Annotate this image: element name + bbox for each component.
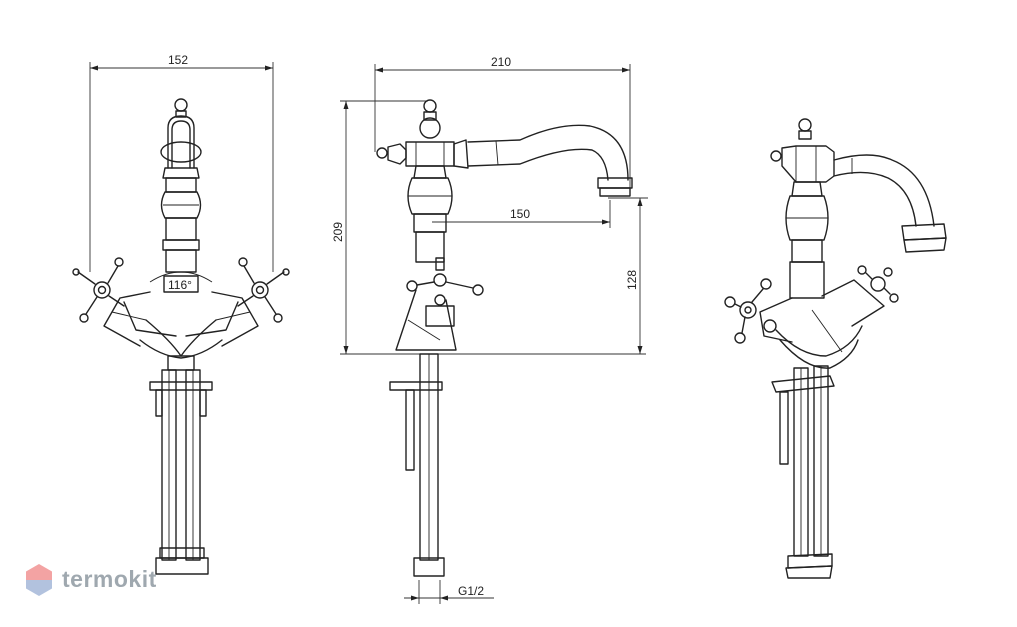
dim-outlet-height-128: 128: [625, 270, 639, 290]
dim-height-209: 209: [331, 222, 345, 242]
watermark-text: termokit: [62, 566, 157, 592]
dim-outlet-150: 150: [510, 207, 530, 221]
front-view: 152 116°: [72, 53, 290, 575]
dim-thread-g12: G1/2: [458, 584, 484, 598]
dim-angle-116: 116°: [168, 278, 192, 292]
side-view: 210 209 128 150: [331, 55, 648, 604]
iso-view: [724, 118, 947, 579]
termokit-logo-icon: [26, 564, 52, 596]
dim-reach-210: 210: [491, 55, 511, 69]
dim-width-152: 152: [168, 53, 188, 67]
